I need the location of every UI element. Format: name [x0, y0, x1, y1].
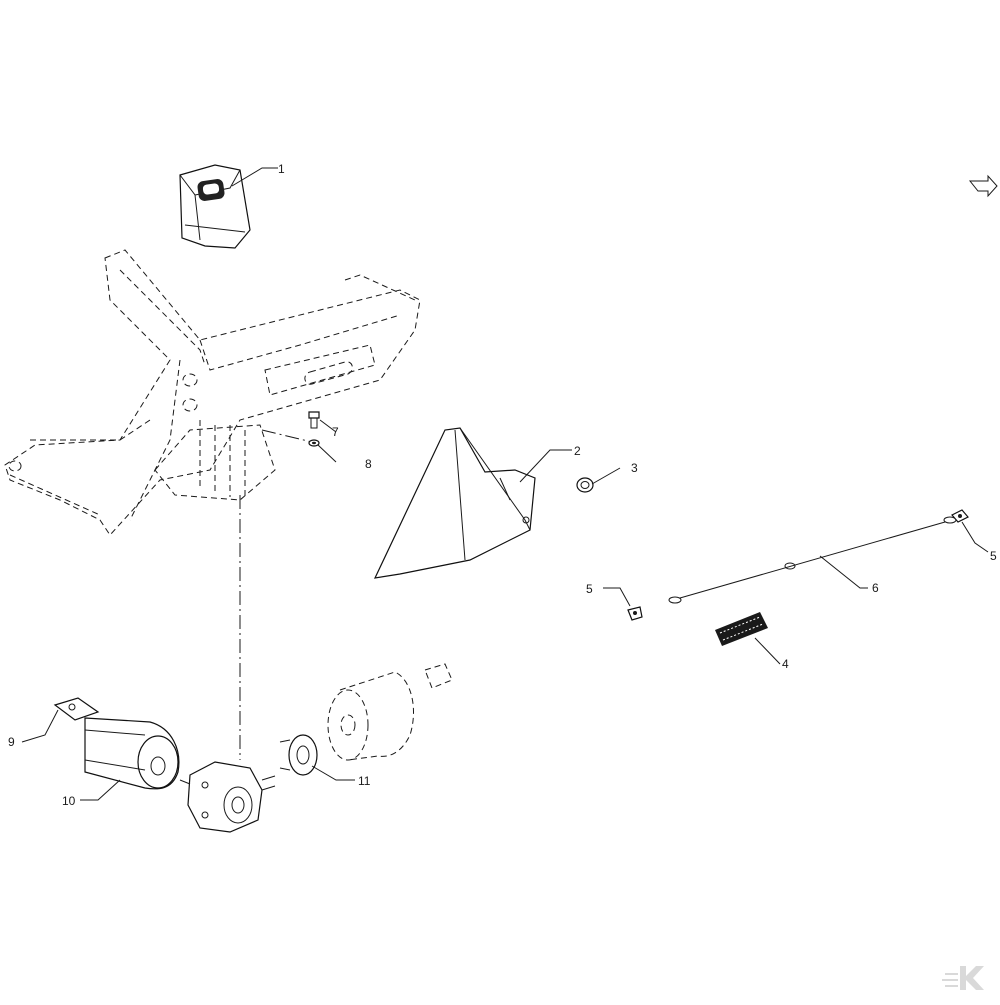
callout-5-left: 5	[586, 582, 593, 596]
part-3-bushing	[576, 477, 594, 493]
part-9-flange-left	[53, 697, 100, 721]
part-4-spring	[715, 612, 768, 646]
callout-8: 8	[365, 457, 372, 471]
part-7-bolt	[308, 411, 320, 429]
callout-4: 4	[782, 657, 789, 671]
part-5-shackle-left	[627, 606, 643, 621]
gearbox	[179, 761, 276, 833]
brand-logo-icon	[942, 966, 984, 990]
callout-6: 6	[872, 581, 879, 595]
callout-7: 7	[332, 425, 339, 439]
part-6-cable	[668, 516, 957, 604]
part-1-cover	[179, 164, 251, 249]
callout-1: 1	[278, 162, 285, 176]
callout-11: 11	[358, 774, 371, 788]
bolt-centerline	[261, 429, 313, 443]
orientation-arrow-icon	[968, 174, 998, 198]
leader-lines	[21, 167, 989, 801]
callout-3: 3	[631, 461, 638, 475]
callout-10: 10	[62, 794, 76, 808]
drum-right-dashed	[327, 663, 453, 761]
part-10-drum-left	[84, 717, 180, 790]
part-8-washer	[308, 439, 320, 447]
frame-assembly	[4, 249, 421, 536]
callout-9: 9	[8, 735, 15, 749]
callouts: 1 2 3 4 5 5 6 7 8 9 10 11	[8, 162, 997, 808]
callout-2: 2	[574, 444, 581, 458]
part-2-shield	[373, 427, 536, 579]
callout-5-right: 5	[990, 549, 997, 563]
part-11-coupling	[279, 734, 318, 776]
part-5-shackle-right	[951, 509, 969, 523]
